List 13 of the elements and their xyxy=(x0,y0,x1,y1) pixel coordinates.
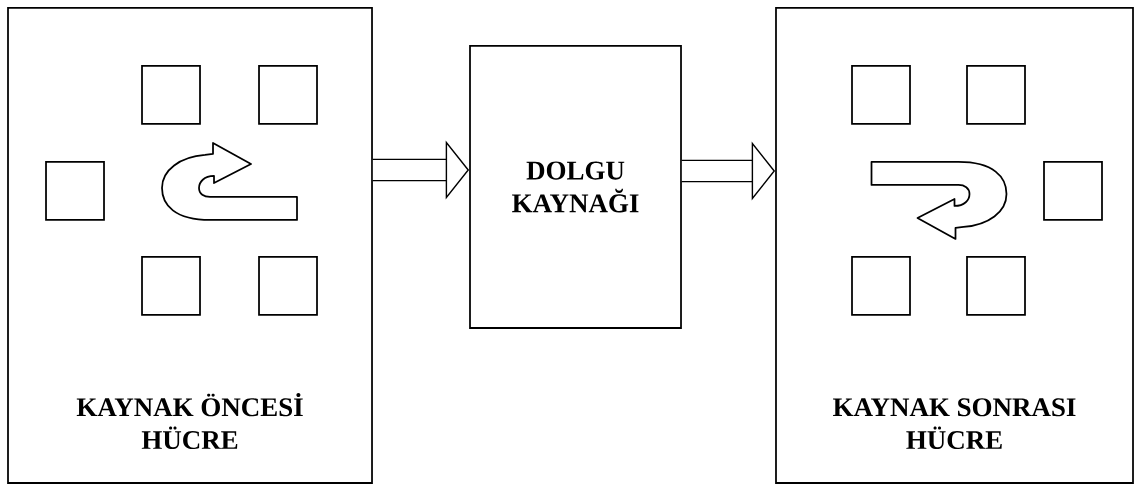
cell-panel: KAYNAK SONRASI HÜCRE xyxy=(775,7,1134,484)
square xyxy=(258,256,318,316)
square xyxy=(258,65,318,125)
square xyxy=(851,65,911,125)
square xyxy=(45,161,105,221)
square xyxy=(851,256,911,316)
square xyxy=(141,65,201,125)
square xyxy=(1043,161,1103,221)
square xyxy=(966,65,1026,125)
square xyxy=(141,256,201,316)
cell-panel: KAYNAK ÖNCESİ HÜCRE xyxy=(7,7,373,484)
square xyxy=(966,256,1026,316)
process-box: DOLGU KAYNAĞI xyxy=(469,45,682,329)
